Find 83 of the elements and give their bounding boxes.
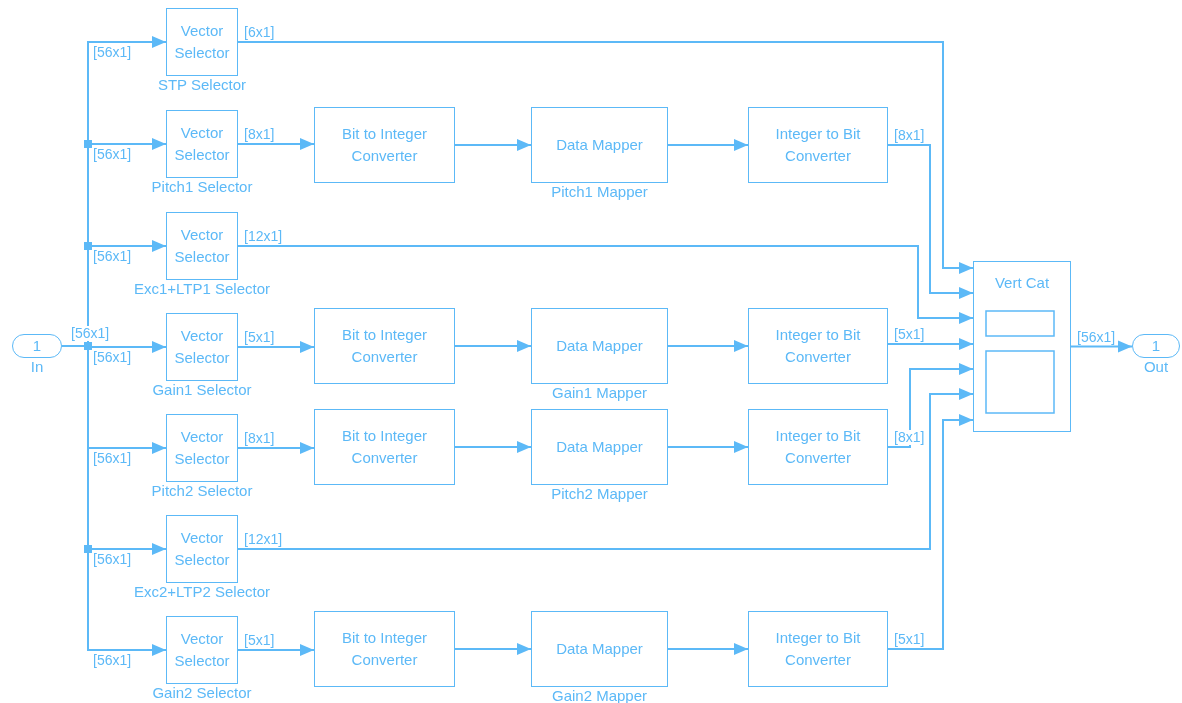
signal-dimension-label: [56x1] <box>92 249 133 264</box>
signal-arrow <box>667 139 749 151</box>
signal-arrow <box>887 414 974 650</box>
block-label: Vector Selector <box>173 427 231 469</box>
function-block <box>314 107 455 183</box>
signal-dimension-label: [8x1] <box>893 128 926 143</box>
signal-arrow <box>454 441 532 453</box>
function-block <box>314 308 455 384</box>
signal-dimension-label: [12x1] <box>243 532 284 547</box>
block-label: Bit to Integer Converter <box>340 628 429 670</box>
signal-dimension-label: [5x1] <box>243 330 276 345</box>
block-label: Vector Selector <box>173 21 231 63</box>
signal-dimension-label: [56x1] <box>92 350 133 365</box>
function-block <box>748 611 888 687</box>
block-label: Vector Selector <box>173 123 231 165</box>
block-label: Bit to Integer Converter <box>340 325 429 367</box>
signal-dimension-label: [56x1] <box>92 45 133 60</box>
signal-arrow <box>454 340 532 352</box>
block-name: Gain1 Selector <box>152 381 252 399</box>
signal-arrow <box>237 341 315 353</box>
signal-dimension-label: [5x1] <box>893 327 926 342</box>
signal-dimension-label: [56x1] <box>92 451 133 466</box>
block-label: Integer to Bit Converter <box>774 325 862 367</box>
signal-dimension-label: [8x1] <box>243 127 276 142</box>
block-name: Pitch1 Mapper <box>551 183 648 201</box>
function-block <box>314 611 455 687</box>
function-block <box>748 107 888 183</box>
signal-arrow <box>667 441 749 453</box>
signal-arrow <box>667 643 749 655</box>
signal-dimension-label: [6x1] <box>243 25 276 40</box>
block-label: Vector Selector <box>173 629 231 671</box>
block-label: Vert Cat <box>993 273 1051 293</box>
signal-dimension-label: [8x1] <box>243 431 276 446</box>
signal-arrow <box>237 388 974 550</box>
signal-dimension-label: [8x1] <box>893 430 926 445</box>
signal-arrow <box>887 338 974 350</box>
block-name: Gain2 Selector <box>152 684 252 702</box>
block-name: Pitch1 Selector <box>151 178 253 196</box>
function-block <box>748 308 888 384</box>
signal-dimension-label: [56x1] <box>92 653 133 668</box>
signal-dimension-label: [56x1] <box>1076 329 1117 345</box>
block-label: Integer to Bit Converter <box>774 124 862 166</box>
block-label: Data Mapper <box>555 639 644 659</box>
concatenate-block <box>973 261 1071 432</box>
block-label: 1 <box>1150 336 1162 356</box>
block-name: Exc1+LTP1 Selector <box>134 280 270 298</box>
block-label: Integer to Bit Converter <box>774 426 862 468</box>
block-label: Data Mapper <box>555 437 644 457</box>
block-name: Pitch2 Mapper <box>551 485 648 503</box>
signal-arrow <box>237 138 315 150</box>
block-name: STP Selector <box>157 76 247 94</box>
block-label: Data Mapper <box>555 135 644 155</box>
function-block <box>748 409 888 485</box>
block-label: 1 <box>31 336 43 356</box>
block-label: Vector Selector <box>173 528 231 570</box>
block-name: Gain1 Mapper <box>551 384 648 402</box>
signal-arrow <box>237 41 974 274</box>
signal-arrow <box>454 643 532 655</box>
signal-arrow <box>454 139 532 151</box>
block-label: Vector Selector <box>173 225 231 267</box>
block-label: Bit to Integer Converter <box>340 124 429 166</box>
signal-arrow <box>887 363 974 448</box>
signal-dimension-label: [5x1] <box>243 633 276 648</box>
signal-arrow <box>887 144 974 299</box>
block-label: Vector Selector <box>173 326 231 368</box>
signal-dimension-label: [56x1] <box>92 552 133 567</box>
signal-arrow <box>237 245 974 324</box>
block-name: Out <box>1143 358 1169 376</box>
signal-dimension-label: [56x1] <box>92 147 133 162</box>
block-name: Exc2+LTP2 Selector <box>134 583 270 601</box>
block-name: In <box>30 358 44 376</box>
signal-arrow <box>1070 340 1133 353</box>
signal-arrow <box>237 442 315 454</box>
signal-dimension-label: [12x1] <box>243 229 284 244</box>
block-name: Pitch2 Selector <box>151 482 253 500</box>
signal-arrow <box>667 340 749 352</box>
block-label: Bit to Integer Converter <box>340 426 429 468</box>
signal-dimension-label: [5x1] <box>893 632 926 647</box>
signal-arrow <box>237 644 315 656</box>
signal-dimension-label: [56x1] <box>70 326 111 341</box>
block-label: Integer to Bit Converter <box>774 628 862 670</box>
block-label: Data Mapper <box>555 336 644 356</box>
function-block <box>314 409 455 485</box>
